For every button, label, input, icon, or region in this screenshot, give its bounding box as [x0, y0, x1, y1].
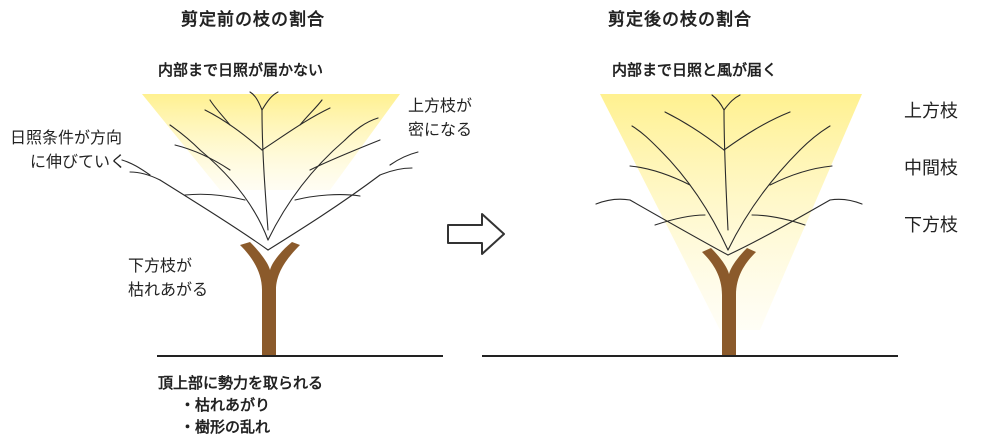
- before-note-side-line1: 日照条件が方向: [10, 128, 123, 147]
- before-note-side-line2: に伸びていく: [30, 152, 127, 171]
- before-light-caption: 内部まで日照が届かない: [158, 61, 324, 79]
- tree-before-canopy: [121, 91, 419, 251]
- before-bottom-item-1: ・枯れあがり: [180, 396, 271, 414]
- after-level-middle: 中間枝: [904, 158, 958, 179]
- tree-before-trunk: [240, 242, 300, 355]
- before-bottom-notes: 頂上部に勢力を取られる ・枯れあがり ・樹形の乱れ: [158, 372, 323, 438]
- tree-after-trunk: [702, 248, 756, 355]
- before-note-lower-line1: 下方枝が: [128, 256, 193, 275]
- before-note-lower: 下方枝が 枯れあがる: [128, 254, 208, 302]
- before-title: 剪定前の枝の割合: [181, 10, 325, 30]
- before-note-side: 日照条件が方向 に伸びていく: [10, 126, 126, 174]
- before-note-upper-line1: 上方枝が: [408, 96, 473, 115]
- after-title: 剪定後の枝の割合: [608, 10, 752, 30]
- after-level-upper: 上方枝: [904, 101, 958, 122]
- after-level-lower: 下方枝: [904, 215, 958, 236]
- after-light-caption: 内部まで日照と風が届く: [612, 61, 778, 79]
- arrow-right-icon: [447, 213, 505, 255]
- tree-after-canopy: [595, 94, 863, 256]
- before-note-upper-line2: 密になる: [408, 120, 473, 139]
- light-beam-before: [142, 94, 400, 190]
- before-note-upper: 上方枝が 密になる: [408, 94, 472, 142]
- before-bottom-heading: 頂上部に勢力を取られる: [158, 374, 324, 392]
- before-note-lower-line2: 枯れあがる: [128, 280, 209, 299]
- before-bottom-item-2: ・樹形の乱れ: [180, 418, 271, 436]
